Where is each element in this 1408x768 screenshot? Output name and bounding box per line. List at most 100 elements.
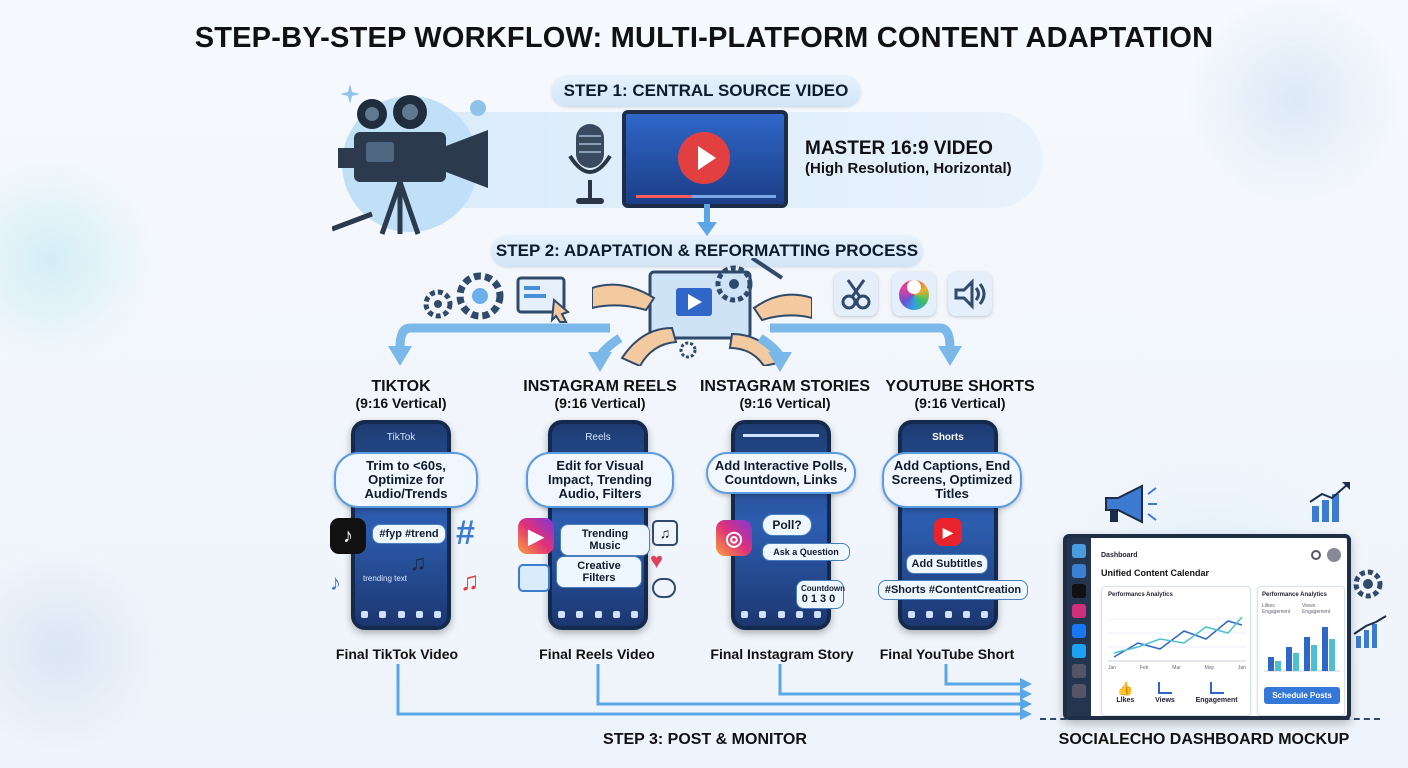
line-chart: [1108, 616, 1246, 662]
play-icon[interactable]: [678, 132, 730, 184]
final-stories: Final Instagram Story: [710, 646, 854, 662]
poll-tag: Poll?: [762, 514, 812, 536]
analytics-card-bars: Performance Analytics Lilkes Views Engag…: [1257, 586, 1345, 716]
bg-blob: [0, 160, 160, 360]
platform-name-shorts: YOUTUBE SHORTS: [885, 378, 1035, 395]
editing-hands-illustration: [592, 258, 812, 366]
image-icon: [518, 564, 550, 592]
platform-format-stories: (9:16 Vertical): [739, 395, 831, 411]
tiktok-bubble: Trim to <60s, Optimize for Audio/Trends: [334, 452, 478, 508]
tiktok-logo-icon: ♪: [330, 518, 366, 554]
music-note-icon: ♫: [460, 566, 480, 596]
instagram-nav-icon[interactable]: [1072, 604, 1086, 618]
bg-blob: [1180, 0, 1408, 200]
platform-name-tiktok: TIKTOK: [371, 378, 431, 395]
final-tiktok: Final TikTok Video: [335, 646, 459, 662]
metric-likes: 👍Llkes: [1116, 681, 1134, 704]
more-nav-icon[interactable]: [1072, 684, 1086, 698]
legend-item: Views: [1302, 603, 1316, 609]
metric-row: 👍Llkes Views Engagement: [1106, 681, 1248, 704]
music-note-icon: ♪: [330, 570, 341, 595]
dashboard-logo-icon[interactable]: [1072, 544, 1086, 558]
phone-screen-label: Reels: [585, 432, 611, 443]
platform-name-stories: INSTAGRAM STORIES: [699, 378, 871, 395]
platform-format-shorts: (9:16 Vertical): [914, 395, 1006, 411]
countdown-label: Countdown: [801, 584, 845, 593]
metric-label: Llkes: [1116, 697, 1135, 704]
tick-label: Feb: [1139, 665, 1149, 671]
megaphone-icon: [1105, 484, 1157, 524]
megaphone-nav-icon[interactable]: [1072, 564, 1086, 578]
master-video-title: MASTER 16:9 VIDEO: [805, 138, 993, 159]
thumbs-up-icon: 👍: [1117, 681, 1134, 696]
stories-bubble: Add Interactive Polls, Countdown, Links: [706, 452, 856, 494]
gear-icon: [1353, 569, 1383, 599]
speaker-icon: [948, 272, 992, 316]
legend-item: Engagement: [1262, 609, 1291, 615]
metric-label: Views: [1155, 697, 1175, 704]
step2-label: STEP 2: ADAPTATION & REFORMATTING PROCES…: [492, 236, 922, 266]
color-wheel-icon: [892, 272, 936, 316]
video-camera-icon: [332, 95, 488, 235]
page-title: STEP-BY-STEP WORKFLOW: MULTI-PLATFORM CO…: [194, 22, 1214, 54]
music-icon: ♫: [652, 520, 678, 546]
bg-blob: [0, 540, 160, 760]
reels-bubble: Edit for Visual Impact, Trending Audio, …: [526, 452, 674, 508]
instagram-reels-icon: ▶: [518, 518, 554, 554]
dashboard-caption: SOCIALECHO DASHBOARD MOCKUP: [1058, 731, 1350, 748]
avatar[interactable]: [1327, 548, 1341, 562]
dot: [470, 100, 486, 116]
subtitles-tag: Add Subtitles: [906, 554, 988, 574]
tick-label: May: [1204, 665, 1215, 671]
tiktok-tag: #fyp #trend: [372, 524, 446, 544]
tick-label: Mar: [1172, 665, 1181, 671]
dashboard-header: Dashboard: [1101, 552, 1138, 559]
final-shorts: Final YouTube Short: [879, 646, 1015, 662]
schedule-posts-button[interactable]: Schedule Posts: [1264, 687, 1340, 704]
growth-chart-icon: [1353, 615, 1387, 648]
dashboard-sidebar: [1067, 538, 1091, 716]
video-progress: [636, 195, 776, 198]
music-note-icon: ♫: [410, 550, 427, 575]
ask-question-tag: Ask a Question: [762, 543, 850, 561]
settings-icon[interactable]: [1311, 550, 1321, 560]
settings-nav-icon[interactable]: [1072, 664, 1086, 678]
heart-icon: ♥: [650, 548, 664, 573]
sparkle-icon: [340, 84, 360, 104]
dashboard-window[interactable]: Dashboard Unified Content Calendar Perfo…: [1063, 534, 1351, 720]
phone-screen-label: TikTok: [386, 432, 416, 443]
tick-label: Jan: [1108, 665, 1117, 671]
legend-item: Engagement: [1302, 609, 1331, 615]
bar-chart: [1264, 627, 1340, 672]
master-video-player[interactable]: [622, 110, 788, 208]
tiktok-nav-icon[interactable]: [1072, 584, 1086, 598]
comment-icon: [652, 578, 676, 598]
reels-tag-filters: Creative Filters: [556, 556, 642, 588]
phone-nav: [908, 608, 988, 620]
shorts-bubble: Add Captions, End Screens, Optimized Tit…: [882, 452, 1022, 508]
final-reels: Final Reels Video: [539, 646, 655, 662]
twitter-nav-icon[interactable]: [1072, 644, 1086, 658]
countdown-value: 0130: [801, 593, 839, 605]
countdown-tag: Countdown 0130: [796, 580, 845, 609]
metric-views: Views: [1155, 681, 1175, 704]
phone-nav: [361, 608, 441, 620]
phone-nav: [558, 608, 638, 620]
step3-label: STEP 3: POST & MONITOR: [603, 731, 807, 748]
youtube-shorts-icon: ▶: [934, 518, 962, 546]
phone-screen-label: Shorts: [932, 432, 964, 443]
engagement-chart-icon: [1209, 682, 1224, 694]
metric-label: Engagement: [1195, 697, 1238, 704]
platform-format-tiktok: (9:16 Vertical): [355, 395, 447, 411]
facebook-nav-icon[interactable]: [1072, 624, 1086, 638]
phone-nav: [741, 608, 821, 620]
x-axis-labels: Jan Feb Mar May Jan: [1108, 665, 1246, 671]
branch-arrows: [388, 323, 962, 372]
card-title: Performance Analytics: [1262, 592, 1327, 598]
master-video-subtitle: (High Resolution, Horizontal): [805, 160, 1012, 177]
step1-label: STEP 1: CENTRAL SOURCE VIDEO: [552, 76, 860, 106]
down-arrow-icon: [697, 204, 717, 236]
analytics-card-line: Performancs Analytics Jan Feb Mar May Ja…: [1101, 586, 1251, 716]
platform-format-reels: (9:16 Vertical): [554, 395, 646, 411]
metric-engagement: Engagement: [1196, 681, 1238, 704]
